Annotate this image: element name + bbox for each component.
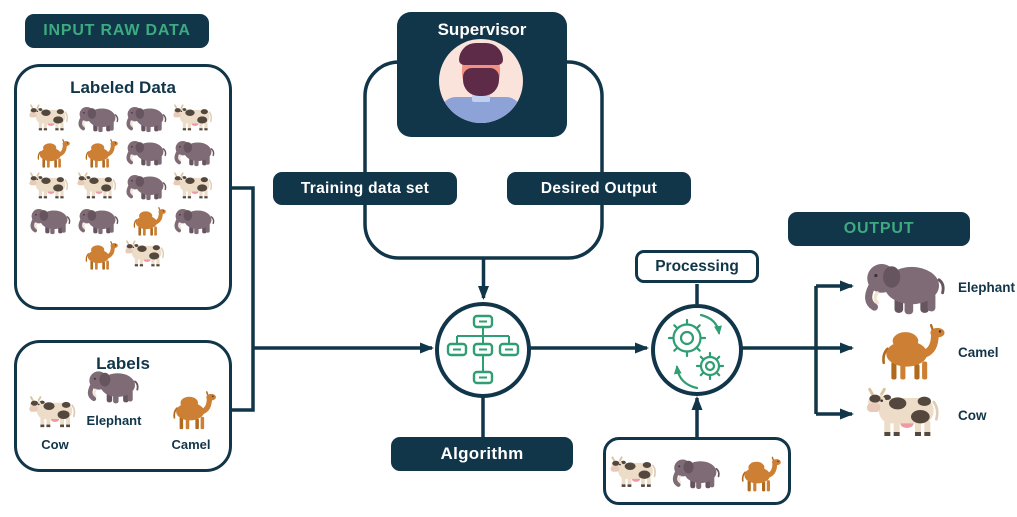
supervisor-title: Supervisor bbox=[437, 20, 527, 39]
label-item-camel: Camel bbox=[163, 387, 219, 452]
camel-image bbox=[864, 318, 952, 382]
elephant-image bbox=[76, 102, 122, 135]
cow-image bbox=[27, 395, 83, 431]
test-data-box bbox=[603, 437, 791, 505]
avatar-collar bbox=[472, 92, 490, 102]
output-cow-label: Cow bbox=[958, 408, 987, 423]
elephant-image bbox=[76, 204, 122, 237]
processing-circle bbox=[651, 304, 743, 396]
cow-label: Cow bbox=[41, 437, 69, 452]
elephant-label: Elephant bbox=[86, 413, 142, 428]
training-data-set-badge: Training data set bbox=[273, 172, 457, 205]
output-item-camel bbox=[864, 318, 952, 387]
camel-image bbox=[124, 204, 170, 237]
cow-image bbox=[609, 453, 663, 493]
output-elephant-label: Elephant bbox=[958, 280, 1016, 295]
output-camel-label: Camel bbox=[958, 345, 999, 360]
flowchart-tree-icon bbox=[446, 314, 520, 385]
supervisor-box: Supervisor bbox=[397, 12, 567, 137]
elephant-image bbox=[83, 365, 145, 407]
algorithm-badge: Algorithm bbox=[391, 437, 573, 471]
input-boxes-bracket bbox=[229, 186, 255, 412]
input-raw-data-badge: INPUT RAW DATA bbox=[25, 14, 209, 48]
gears-cycle-icon bbox=[667, 313, 725, 390]
elephant-image bbox=[124, 102, 170, 135]
avatar-beard bbox=[463, 68, 499, 96]
elephant-image bbox=[172, 204, 218, 237]
cow-image bbox=[860, 386, 954, 442]
output-item-cow bbox=[860, 386, 954, 447]
camel-image bbox=[76, 136, 122, 169]
supervisor-avatar-icon bbox=[439, 39, 523, 123]
elephant-image bbox=[124, 170, 170, 203]
elephant-image bbox=[28, 204, 74, 237]
camel-image bbox=[76, 238, 122, 271]
elephant-image bbox=[670, 453, 724, 493]
elephant-image bbox=[858, 254, 954, 320]
output-item-elephant bbox=[858, 254, 954, 325]
elephant-image bbox=[124, 136, 170, 169]
cow-image bbox=[172, 102, 218, 135]
camel-image bbox=[163, 387, 219, 431]
labeled-data-title: Labeled Data bbox=[70, 78, 176, 97]
labeled-data-animals bbox=[17, 98, 229, 275]
cow-image bbox=[124, 238, 170, 271]
camel-image bbox=[731, 453, 785, 493]
labels-box: Labels Elephant Cow Camel bbox=[14, 340, 232, 472]
camel-image bbox=[28, 136, 74, 169]
avatar-hair bbox=[459, 43, 503, 65]
processing-badge: Processing bbox=[635, 250, 759, 283]
elephant-image bbox=[172, 136, 218, 169]
cow-image bbox=[28, 102, 74, 135]
labeled-data-box: Labeled Data bbox=[14, 64, 232, 310]
desired-output-badge: Desired Output bbox=[507, 172, 691, 205]
labels-title: Labels bbox=[96, 354, 150, 373]
test-data-animals bbox=[606, 440, 788, 502]
label-item-cow: Cow bbox=[27, 395, 83, 452]
cow-image bbox=[76, 170, 122, 203]
label-item-elephant: Elephant bbox=[83, 365, 145, 428]
cow-image bbox=[28, 170, 74, 203]
cow-image bbox=[172, 170, 218, 203]
camel-label: Camel bbox=[171, 437, 211, 452]
output-badge: OUTPUT bbox=[788, 212, 970, 246]
